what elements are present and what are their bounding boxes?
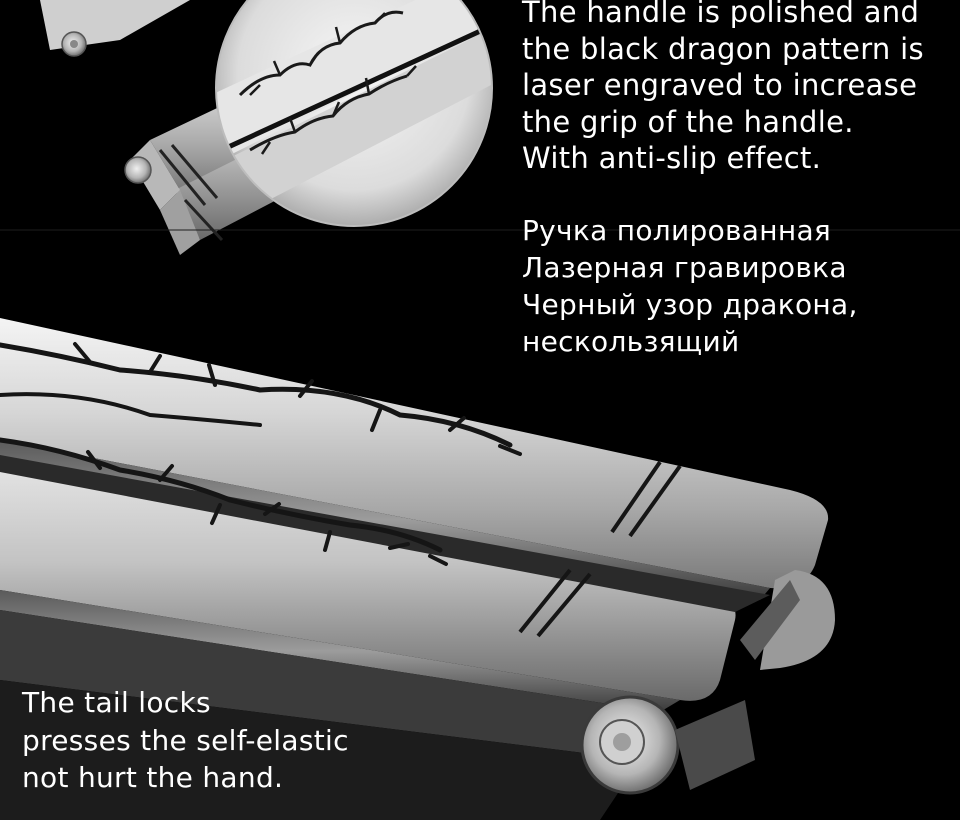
dragon-engraving-top [0,342,522,456]
en-line-5: With anti-slip effect. [522,141,822,175]
dragon-engraving-low [0,437,448,566]
en-line-3: laser engraved to increase [522,68,918,102]
ru-line-4: нескользящий [522,325,740,358]
ru-line-2: Лазерная гравировка [522,251,847,284]
zoom-detail-circle [215,0,493,227]
pivot-pin [580,695,680,795]
en-line-2: the black dragon pattern is [522,31,924,66]
tail-lock-note: The tail locks presses the self-elastic … [22,684,349,797]
description-english: The handle is polished and the black dra… [522,0,924,177]
description-russian: Ручка полированная Лазерная гравировка Ч… [522,212,858,360]
ru-line-1: Ручка полированная [522,214,832,247]
en-line-4: the grip of the handle. [522,104,854,139]
ru-line-3: Черный узор дракона, [522,288,858,321]
en-line-1: The handle is polished and [522,0,920,29]
main-knife-handle [0,318,835,820]
tail-line-1: The tail locks [22,686,211,719]
tail-line-3: not hurt the hand. [22,761,284,794]
tail-line-2: presses the self-elastic [22,723,349,757]
